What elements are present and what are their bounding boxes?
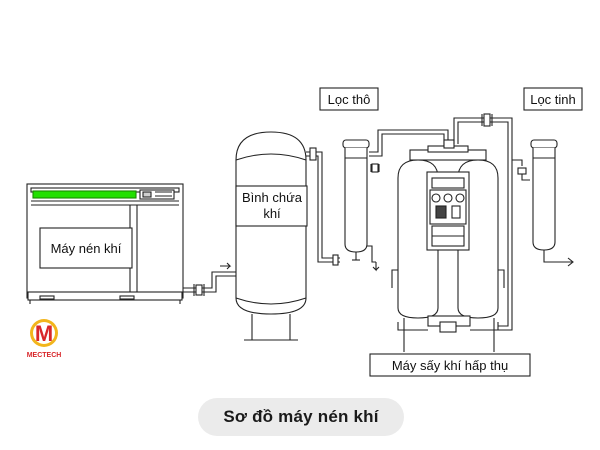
compressor-label: Máy nén khí <box>51 241 122 256</box>
pipe-dryer-to-fine-filter <box>453 113 530 331</box>
fine-filter-label-box <box>523 87 583 111</box>
dryer-label: Máy sấy khí hấp thụ <box>392 358 508 373</box>
coarse-filter-label-box <box>319 87 379 111</box>
diagram-caption: Sơ đồ máy nén khí <box>198 398 404 436</box>
mectech-logo: M MECTECH <box>27 319 62 359</box>
pipe-compressor-to-tank <box>183 262 236 296</box>
coarse-filter <box>342 139 380 272</box>
fine-filter-label: Lọc tinh <box>530 92 576 107</box>
dryer-label-box <box>369 353 531 377</box>
coarse-filter-label: Lọc thô <box>328 92 371 107</box>
logo-letter: M <box>35 321 53 346</box>
air-receiver-tank <box>235 131 308 341</box>
desiccant-dryer <box>391 139 505 352</box>
pipe-coarse-to-dryer <box>369 129 449 173</box>
logo-brand-text: MECTECH <box>27 352 62 359</box>
pipe-tank-to-coarse-filter <box>306 147 340 266</box>
air-compressor <box>26 183 184 304</box>
tank-label-line1: Bình chứa <box>242 190 303 205</box>
fine-filter <box>530 139 574 267</box>
tank-label-line2: khí <box>263 206 281 221</box>
